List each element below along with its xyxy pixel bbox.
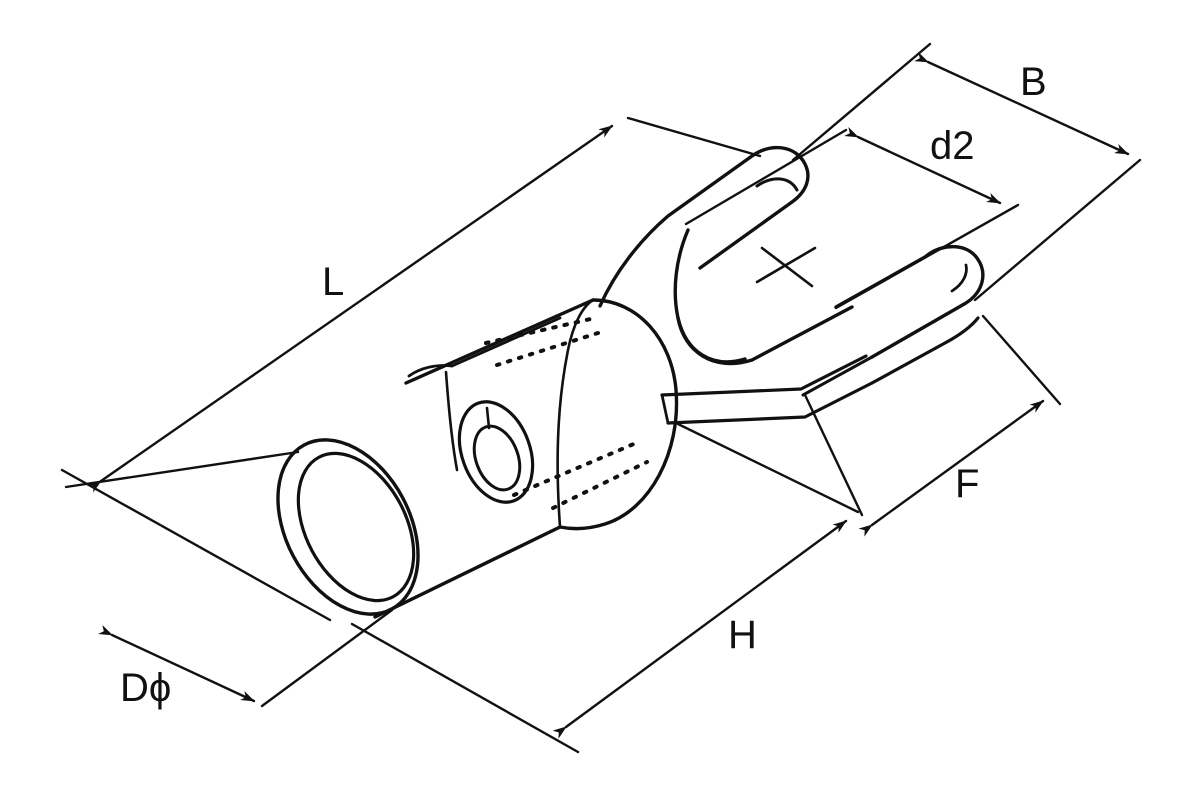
insulation-sleeve: [276, 298, 679, 619]
dimension-label-B: B: [1020, 60, 1047, 104]
dimension-Dphi: [64, 450, 394, 708]
dimension-F: [803, 314, 1062, 537]
center-cross-mark: [755, 246, 817, 288]
dimension-label-H: H: [728, 613, 757, 657]
dimension-label-d2: d2: [930, 124, 975, 168]
dimension-label-F: F: [955, 462, 980, 506]
dimension-L: [60, 116, 762, 622]
dimension-label-L: L: [322, 260, 345, 304]
dimension-label-Dphi: Dϕ: [120, 666, 172, 710]
dimension-H: [350, 422, 860, 754]
fork-tang: [660, 354, 874, 425]
inner-barrel: [407, 316, 562, 472]
dimension-d2: [684, 126, 1020, 310]
inspection-hole: [457, 400, 535, 504]
dimension-B: [791, 42, 1142, 302]
